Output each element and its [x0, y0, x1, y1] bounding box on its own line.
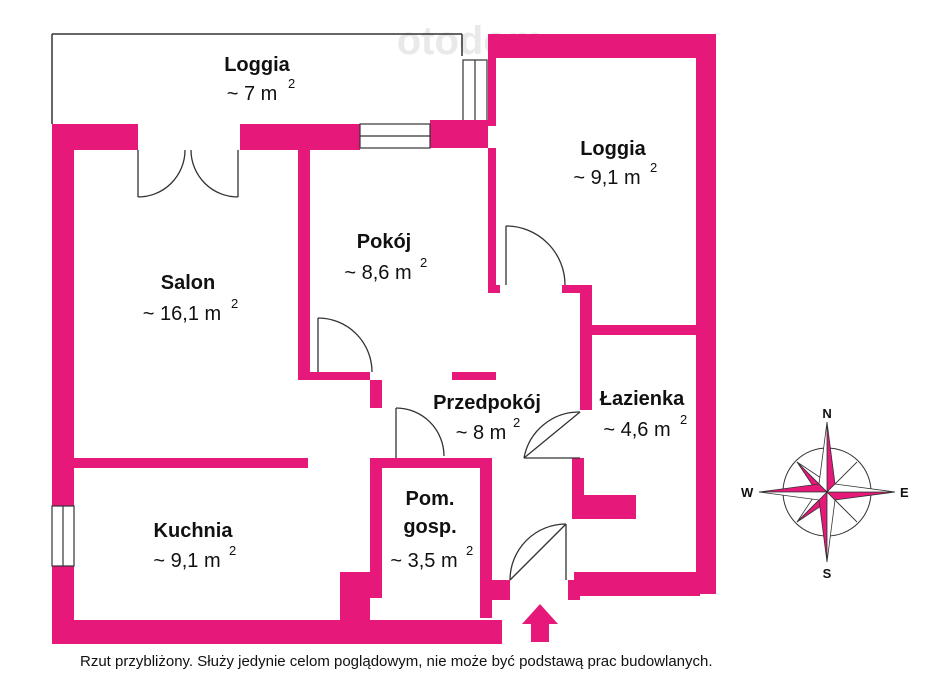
compass-west: W	[741, 485, 754, 500]
disclaimer-text: Rzut przybliżony. Służy jedynie celom po…	[80, 653, 713, 670]
window-loggia	[462, 59, 488, 124]
room-loggia-top: Loggia ~ 7 m 2	[224, 54, 295, 105]
room-name: Przedpokój	[433, 392, 541, 414]
room-area-exponent: 2	[513, 415, 520, 430]
room-area-exponent: 2	[288, 76, 295, 91]
doors	[137, 149, 581, 581]
room-area-exponent: 2	[231, 296, 238, 311]
room-name: Kuchnia	[154, 520, 234, 542]
room-name-line1: Pom.	[406, 488, 455, 510]
room-lazienka: Łazienka ~ 4,6 m 2	[600, 388, 687, 441]
room-salon: Salon ~ 16,1 m 2	[143, 272, 238, 325]
compass-south: S	[823, 566, 832, 581]
room-name: Łazienka	[600, 388, 685, 410]
room-przedpokoj: Przedpokój ~ 8 m 2	[433, 392, 541, 444]
room-area: ~ 9,1 m	[153, 550, 220, 572]
room-area-exponent: 2	[466, 543, 473, 558]
room-area-exponent: 2	[680, 412, 687, 427]
entrance-arrow-icon	[522, 604, 558, 642]
room-name: Loggia	[224, 54, 290, 76]
room-area: ~ 8,6 m	[344, 262, 411, 284]
room-name: Salon	[161, 272, 215, 294]
room-area: ~ 4,6 m	[603, 419, 670, 441]
room-name: Pokój	[357, 231, 411, 253]
compass-north: N	[822, 406, 831, 421]
windows	[51, 123, 431, 567]
loggia-top-outline	[51, 33, 463, 124]
room-area: ~ 3,5 m	[390, 550, 457, 572]
room-pom-gosp: Pom. gosp. ~ 3,5 m 2	[390, 488, 473, 572]
room-area: ~ 16,1 m	[143, 303, 221, 325]
room-name: Loggia	[580, 138, 646, 160]
compass-east: E	[900, 485, 909, 500]
room-loggia-right: Loggia ~ 9,1 m 2	[573, 138, 657, 189]
compass-rose-icon: N S E W	[741, 406, 909, 581]
room-area-exponent: 2	[229, 543, 236, 558]
room-area-exponent: 2	[650, 160, 657, 175]
room-area: ~ 9,1 m	[573, 167, 640, 189]
room-area: ~ 7 m	[227, 83, 278, 105]
room-name-line2: gosp.	[403, 516, 456, 538]
room-area: ~ 8 m	[456, 422, 507, 444]
room-pokoj: Pokój ~ 8,6 m 2	[344, 231, 427, 284]
room-area-exponent: 2	[420, 255, 427, 270]
room-kuchnia: Kuchnia ~ 9,1 m 2	[153, 520, 236, 572]
